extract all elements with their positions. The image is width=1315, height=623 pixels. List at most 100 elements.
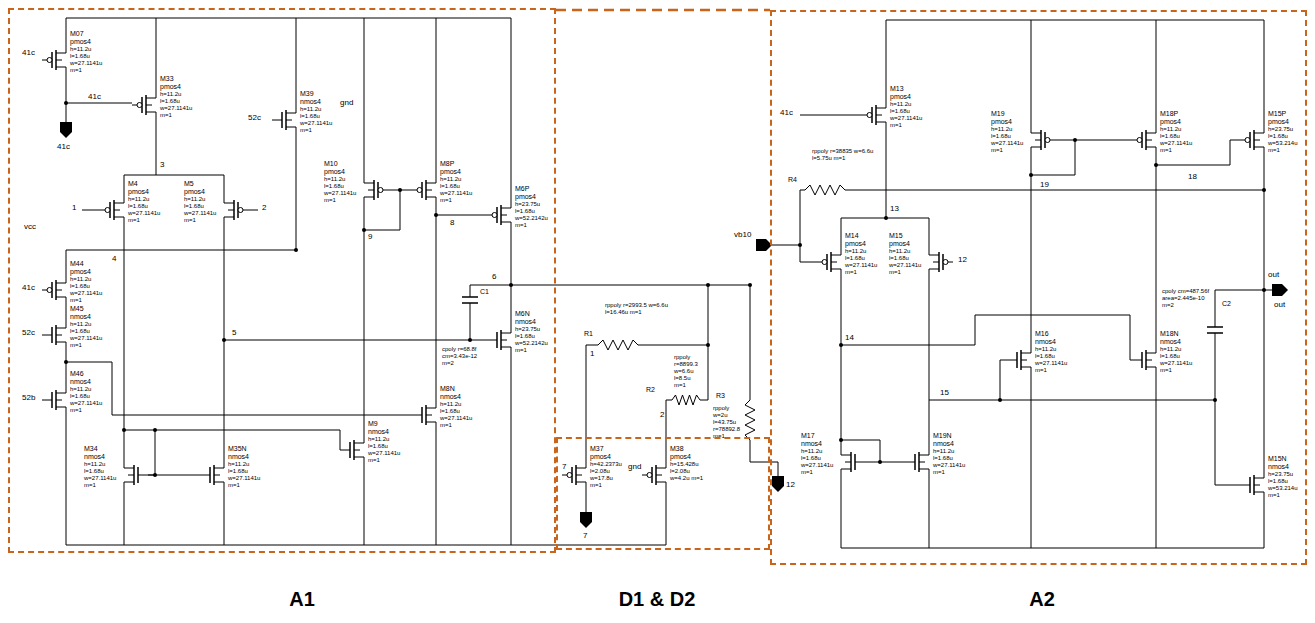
device-name: pmos4: [890, 93, 911, 101]
junction-dot: [1262, 188, 1266, 192]
device-name: pmos4: [324, 168, 345, 176]
device-name: M4: [128, 180, 138, 188]
wire: [845, 190, 1264, 191]
wire: [124, 430, 155, 475]
transistor-terminal: [146, 112, 156, 123]
wire: [248, 210, 258, 211]
net-label: 5: [232, 328, 236, 337]
net-label: 4: [112, 254, 116, 263]
transistor-body: [128, 475, 134, 476]
device-name: M33: [160, 75, 174, 83]
junction-dot: [153, 428, 157, 432]
parameter-text: h=11.2u l=1.68u w=27.1141u m=1: [440, 176, 476, 204]
parameter-text: h=11.2u l=1.68u w=27.1141u m=1: [70, 386, 106, 414]
wire: [66, 103, 132, 104]
parameter-text: h=11.2u l=1.68u w=27.1141u m=1: [933, 448, 969, 476]
device-name: M18P: [1160, 110, 1178, 118]
transistor-body: [56, 290, 62, 291]
parameter-text: h=11.2u l=1.68u w=27.1141u m=1: [368, 436, 404, 464]
wire: [224, 340, 487, 341]
capacitor-plate: [1207, 332, 1223, 334]
transistor-terminal: [224, 217, 234, 228]
transistor-terminal: [114, 217, 124, 228]
port-symbol: [60, 122, 72, 138]
gate-lead: [412, 190, 417, 191]
net-label: 12: [958, 255, 967, 264]
gate-lead: [132, 105, 137, 106]
wire: [511, 233, 512, 322]
wire: [155, 430, 340, 450]
pmos-bubble: [1245, 138, 1250, 143]
device-name: R1: [584, 330, 593, 338]
port-symbol: [1272, 284, 1288, 296]
pmos-bubble: [238, 208, 243, 213]
gate-lead: [243, 210, 248, 211]
device-name: M07: [70, 30, 84, 38]
junction-dot: [1029, 173, 1033, 177]
wire: [1215, 333, 1216, 400]
wire: [156, 18, 157, 87]
device-name: pmos4: [845, 240, 866, 248]
gate-lead: [487, 215, 492, 216]
gate-lead: [383, 190, 388, 191]
net-label: 1: [72, 203, 76, 212]
transistor-body: [656, 475, 662, 476]
device-name: M13: [890, 85, 904, 93]
net-label: 2: [262, 203, 266, 212]
device-name: nmos4: [1160, 338, 1181, 346]
wire: [436, 208, 437, 397]
parameter-text: h=11.2u l=1.68u w=27.1141u m=1: [801, 448, 837, 476]
wire: [772, 245, 817, 262]
capacitor-plate: [462, 302, 478, 304]
transistor-terminal: [919, 469, 929, 480]
pmos-bubble: [47, 58, 52, 63]
device-name: pmos4: [184, 188, 205, 196]
wire: [841, 218, 842, 244]
gate-lead: [42, 335, 52, 336]
junction-dot: [398, 188, 402, 192]
gate-lead: [642, 475, 647, 476]
device-name: M8N: [440, 385, 455, 393]
junction-dot: [294, 248, 298, 252]
device-name: pmos4: [70, 268, 91, 276]
wire: [865, 462, 905, 463]
gate-lead: [487, 340, 497, 341]
parameter-text: h=11.2u l=1.68u w=27.1141u m=1: [991, 126, 1027, 154]
pmos-bubble: [822, 260, 827, 265]
wire: [436, 433, 437, 545]
resistor-symbol: [805, 185, 845, 195]
parameter-text: cpoly cm=487.56f area=2.445e-10 m=2: [1162, 288, 1210, 309]
device-name: M5: [184, 180, 194, 188]
parameter-text: h=11.2u l=1.68u w=27.1141u m=1: [1160, 126, 1196, 154]
wire: [124, 493, 125, 545]
transistor-terminal: [354, 432, 364, 443]
wire: [841, 548, 1264, 549]
wire: [364, 208, 365, 432]
net-label: 52c: [22, 328, 35, 337]
transistor-terminal: [56, 407, 66, 418]
wire: [296, 18, 297, 102]
parameter-text: rppoly r=2993.5 w=6.6u l=16.46u m=1: [605, 302, 675, 316]
device-name: nmos4: [84, 453, 105, 461]
wire: [586, 345, 598, 457]
device-name: M35N: [228, 445, 247, 453]
gate-lead: [200, 475, 210, 476]
device-name: pmos4: [590, 453, 611, 461]
parameter-text: cpoly r=68.8f cm=3.43e-12 m=2: [442, 346, 486, 367]
wire: [1156, 158, 1157, 342]
transistor-terminal: [426, 422, 436, 433]
junction-dot: [362, 228, 366, 232]
net-label: vb10: [734, 230, 751, 239]
parameter-text: h=11.2u l=1.68u w=27.1141u m=1: [1035, 346, 1071, 374]
wire: [296, 138, 297, 250]
wire: [511, 358, 512, 545]
wire: [66, 362, 412, 415]
parameter-text: h=11.2u l=1.68u w=27.1141u m=1: [84, 461, 120, 489]
pmos-bubble: [417, 188, 422, 193]
gate-lead: [340, 450, 350, 451]
device-name: pmos4: [128, 188, 149, 196]
region-border: [556, 9, 770, 12]
device-name: nmos4: [933, 440, 954, 448]
device-name: M45: [70, 305, 84, 313]
